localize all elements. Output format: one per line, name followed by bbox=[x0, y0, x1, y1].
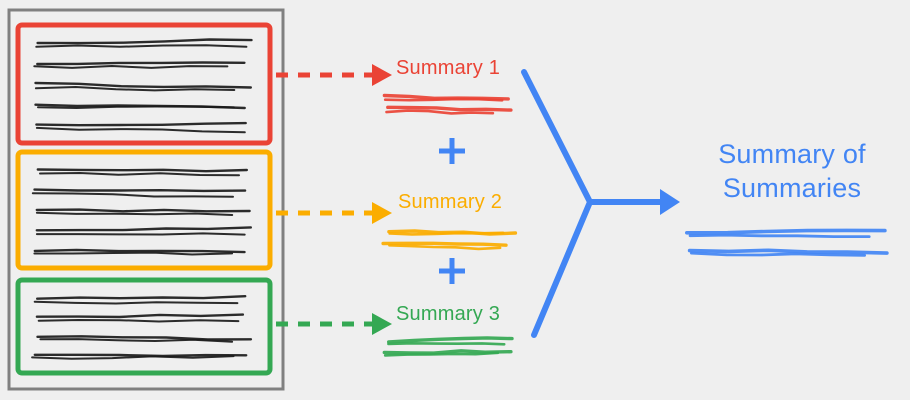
summary-squiggle-line bbox=[388, 231, 505, 236]
dashed-arrow-green-head bbox=[372, 313, 392, 335]
document-text-line bbox=[33, 251, 234, 256]
document-text-line bbox=[36, 61, 246, 66]
document-text-line bbox=[34, 86, 236, 92]
document-text-line bbox=[36, 168, 248, 173]
dashed-arrow-red-head bbox=[372, 64, 392, 86]
document-text-line bbox=[33, 353, 248, 358]
plus-operator-1-vertical bbox=[449, 138, 455, 164]
document-text-line bbox=[37, 105, 235, 109]
document-text-line bbox=[36, 295, 247, 300]
summary-squiggle-line bbox=[381, 241, 508, 247]
summary-3-label: Summary 3 bbox=[396, 303, 501, 325]
document-collection-frame bbox=[7, 8, 285, 391]
final-summary-squiggle-line bbox=[690, 251, 866, 257]
document-text-line bbox=[35, 232, 246, 236]
document-text-line bbox=[33, 65, 229, 69]
document-text-line bbox=[35, 226, 252, 232]
document-text-line bbox=[34, 81, 252, 89]
document-text-line bbox=[33, 188, 247, 193]
summary-squiggle-line bbox=[386, 105, 513, 112]
document-text-line bbox=[35, 208, 251, 213]
document-text-line bbox=[36, 38, 253, 45]
document-text-line bbox=[35, 126, 246, 134]
document-text-line bbox=[31, 192, 234, 198]
summary-of-summaries-title: Summary of Summaries bbox=[692, 137, 892, 205]
final-summary-squiggle-line bbox=[685, 228, 887, 235]
summary-squiggle-line bbox=[388, 244, 502, 251]
final-summary-squiggle-line bbox=[687, 248, 889, 255]
merge-fork-connector-head bbox=[660, 189, 680, 215]
summary-squiggle-line bbox=[385, 109, 495, 115]
document-group-box-1 bbox=[15, 22, 273, 146]
document-text-line bbox=[39, 338, 234, 343]
document-text-line bbox=[33, 248, 246, 254]
document-text-line bbox=[35, 44, 248, 48]
plus-operator-2-vertical bbox=[449, 258, 455, 284]
document-text-line bbox=[33, 300, 239, 305]
merge-fork-connector bbox=[521, 69, 593, 338]
final-title-line-2: Summaries bbox=[722, 173, 862, 203]
document-group-box-3 bbox=[15, 277, 273, 376]
summary-squiggle-line bbox=[383, 351, 500, 357]
final-title-line-1: Summary of bbox=[718, 139, 866, 169]
summary-squiggle-line bbox=[387, 336, 514, 344]
document-text-line bbox=[35, 211, 234, 216]
document-text-line bbox=[39, 172, 240, 177]
dashed-arrow-orange-head bbox=[372, 202, 392, 224]
document-group-box-2 bbox=[15, 149, 273, 271]
summary-squiggle-line bbox=[383, 97, 504, 102]
summary-squiggle-line bbox=[387, 342, 506, 346]
document-text-line bbox=[31, 355, 235, 360]
summary-1-label: Summary 1 bbox=[396, 57, 501, 79]
document-text-line bbox=[35, 121, 247, 127]
document-text-line bbox=[36, 335, 253, 341]
final-summary-squiggle-line bbox=[688, 233, 871, 238]
document-text-line bbox=[37, 319, 240, 323]
document-text-line bbox=[35, 313, 245, 319]
summary-2-label: Summary 2 bbox=[398, 191, 503, 213]
